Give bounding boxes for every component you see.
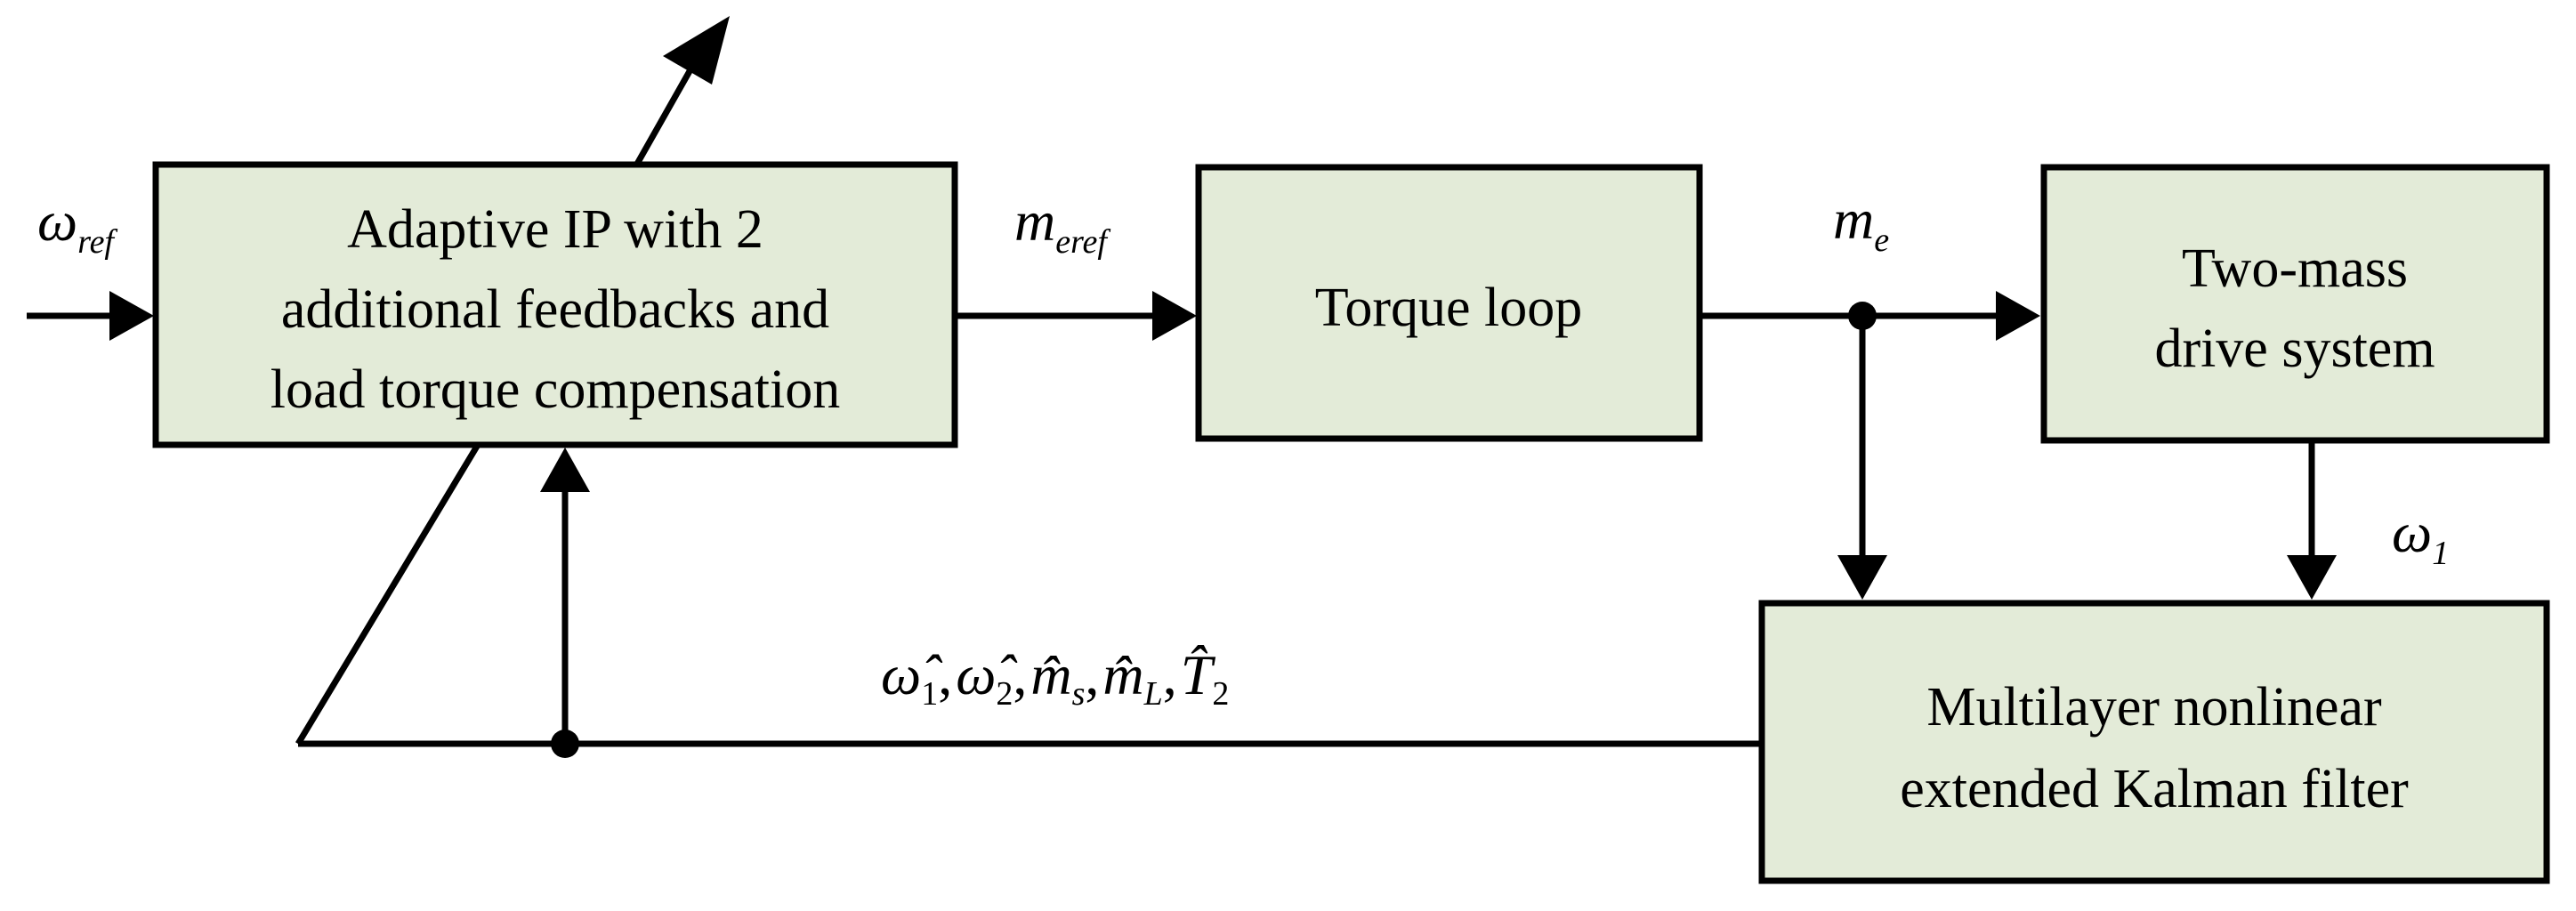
plant-block: Two-mass drive system <box>2040 164 2550 444</box>
signal-m-eref-symbol: m <box>1014 189 1055 253</box>
estimator-label-line-1: Multilayer nonlinear <box>1926 677 2382 738</box>
estimate-t2-sub: 2 <box>1212 675 1229 713</box>
torque-loop-label: Torque loop <box>1315 278 1582 338</box>
arrowhead-me-to-estimator <box>1837 555 1887 600</box>
signal-m-eref: meref <box>1014 189 1110 261</box>
estimate-ml-sub: L <box>1143 675 1163 713</box>
controller-label-line-2: additional feedbacks and <box>281 279 829 340</box>
arrowhead-m-eref <box>1152 291 1197 341</box>
junction-feedback <box>551 730 579 758</box>
signal-m-e: me <box>1833 188 1889 259</box>
plant-block-box <box>2040 164 2550 444</box>
estimate-separator-2: , <box>1013 643 1027 706</box>
arrowhead-feedback-to-controller <box>540 447 590 492</box>
arrowhead-omega1-to-estimator <box>2287 555 2337 600</box>
arrowhead-m-e <box>1996 291 2040 341</box>
signal-omega-ref: ωref <box>37 189 117 261</box>
estimator-block: Multilayer nonlinear extended Kalman fil… <box>1758 600 2550 884</box>
torque-loop-block-box <box>1195 164 1703 442</box>
plant-label-line-2: drive system <box>2154 318 2435 379</box>
plant-label-line-1: Two-mass <box>2182 238 2408 299</box>
estimate-ms-symbol: m̂ <box>1030 643 1071 706</box>
signal-estimates: ω̂1, ω̂2, m̂s, m̂L, T̂2 <box>881 643 1229 713</box>
signal-omega-ref-sub: ref <box>77 223 117 261</box>
estimate-separator-4: , <box>1163 643 1177 706</box>
estimate-separator-1: , <box>938 643 952 706</box>
signal-omega-1: ω1 <box>2392 501 2449 572</box>
estimator-label-line-2: extended Kalman filter <box>1900 759 2409 819</box>
estimate-ml-symbol: m̂ <box>1102 643 1143 706</box>
estimate-omega2-sub: 2 <box>996 675 1013 713</box>
arrowhead-omega-ref <box>109 291 154 341</box>
estimate-separator-3: , <box>1085 643 1099 706</box>
estimate-ms-sub: s <box>1072 675 1086 713</box>
controller-label-line-3: load torque compensation <box>271 359 841 420</box>
torque-loop-block: Torque loop <box>1195 164 1703 442</box>
controller-block-box <box>152 161 958 448</box>
junction-me <box>1848 302 1877 330</box>
adaptation-arrowhead <box>663 16 730 85</box>
estimator-block-box <box>1758 600 2550 884</box>
controller-label-line-1: Adaptive IP with 2 <box>347 199 763 260</box>
signal-m-eref-sub: eref <box>1055 223 1110 261</box>
controller-block: Adaptive IP with 2 additional feedbacks … <box>152 161 958 448</box>
signal-m-e-sub: e <box>1874 222 1889 259</box>
estimate-t2-symbol: T̂ <box>1181 643 1216 706</box>
estimate-omega1-sub: 1 <box>921 675 938 713</box>
signal-m-e-symbol: m <box>1833 188 1874 251</box>
signal-omega-1-symbol: ω <box>2392 501 2432 564</box>
signal-omega-ref-symbol: ω <box>37 189 77 253</box>
signal-omega-1-sub: 1 <box>2432 535 2449 572</box>
